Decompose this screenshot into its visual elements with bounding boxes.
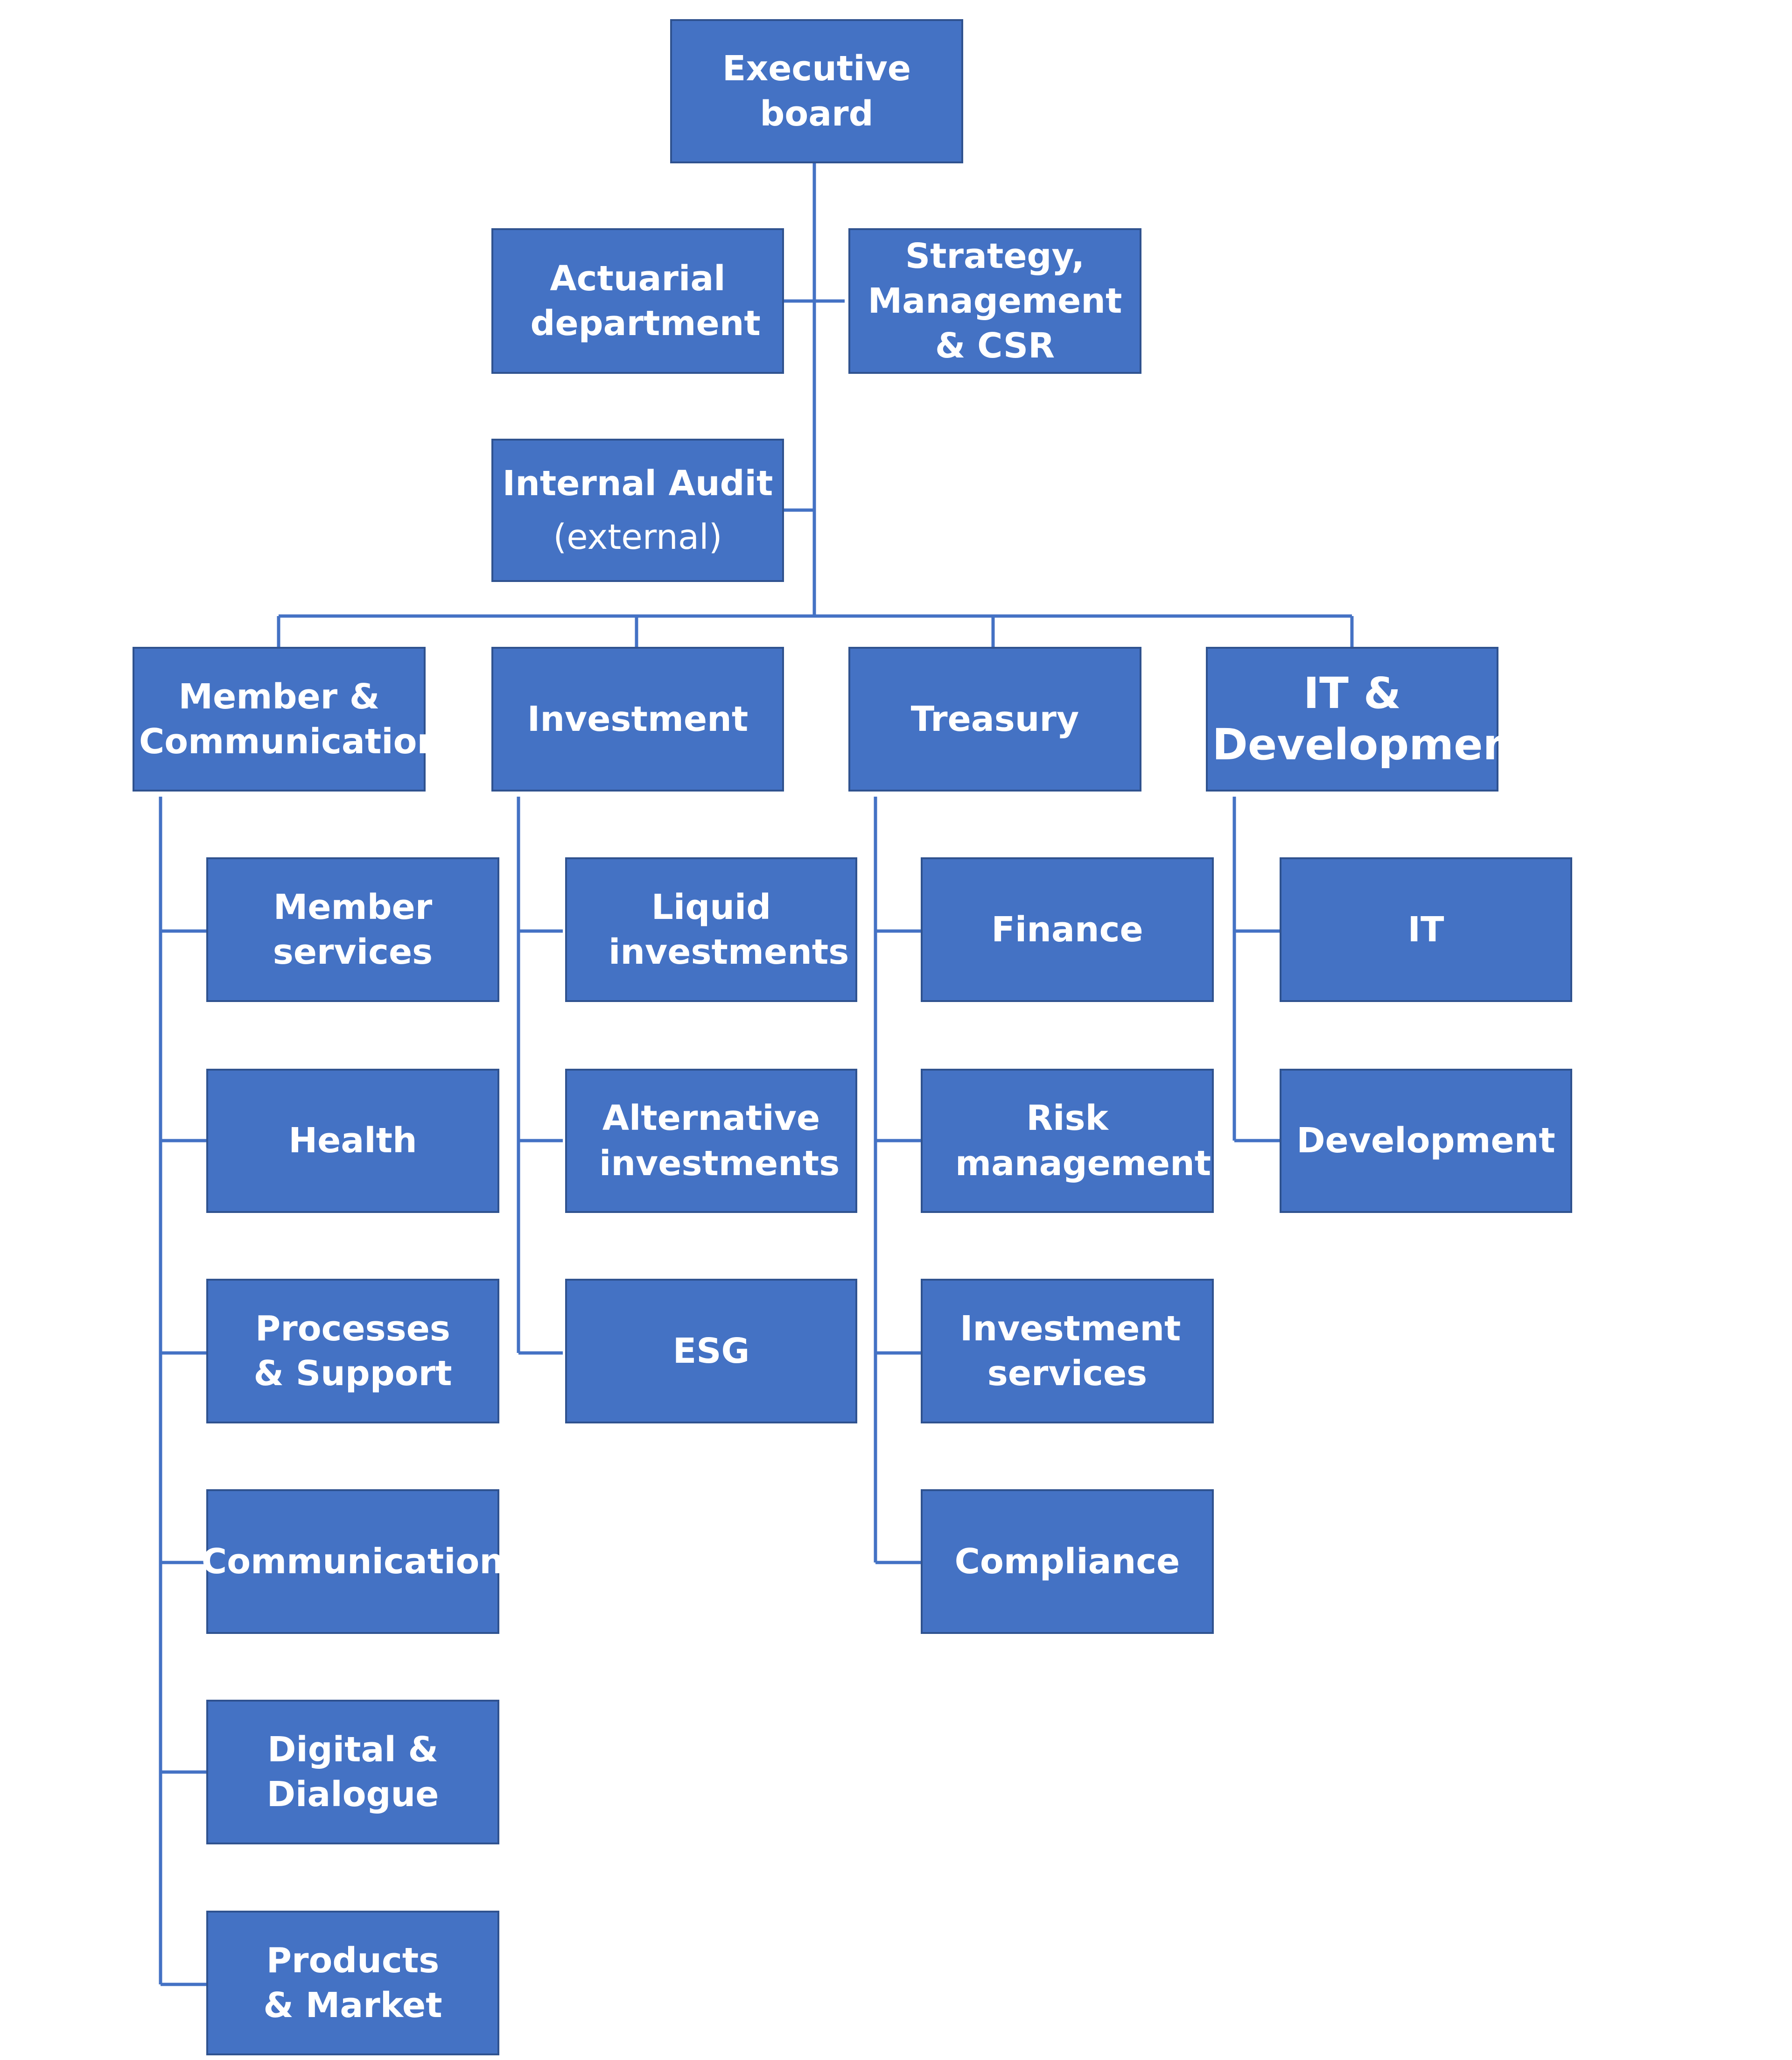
unit-label: Health: [288, 1121, 417, 1161]
unit-label: Development: [1296, 1121, 1555, 1161]
division-it-development-box[interactable]: IT & Development: [1206, 647, 1534, 792]
actuarial-department-label: Actuarial department: [530, 258, 761, 343]
internal-audit-label: Internal Audit: [502, 463, 773, 504]
executive-board-box[interactable]: Executive board: [670, 19, 963, 163]
unit-risk-management-box[interactable]: Risk management: [921, 1069, 1214, 1213]
unit-development-box[interactable]: Development: [1280, 1069, 1572, 1213]
division-investment-box[interactable]: Investment: [491, 647, 784, 792]
executive-board-label: Executive board: [722, 49, 911, 134]
unit-products-market-box[interactable]: Products & Market: [206, 1911, 499, 2055]
division-label: IT & Development: [1212, 668, 1534, 770]
division-label: Member & Communication: [139, 676, 442, 762]
unit-label: Digital & Dialogue: [266, 1729, 439, 1815]
actuarial-department-box[interactable]: Actuarial department: [491, 228, 784, 374]
division-label: Treasury: [910, 699, 1079, 739]
unit-finance-box[interactable]: Finance: [921, 857, 1214, 1002]
unit-esg-box[interactable]: ESG: [565, 1279, 857, 1423]
unit-alternative-investments-box[interactable]: Alternative investments: [565, 1069, 857, 1213]
strategy-management-csr-box[interactable]: Strategy, Management & CSR: [848, 228, 1141, 374]
internal-audit-box[interactable]: Internal Audit (external): [491, 439, 784, 582]
unit-digital-dialogue-box[interactable]: Digital & Dialogue: [206, 1700, 499, 1844]
unit-label: Finance: [991, 909, 1143, 950]
internal-audit-note: (external): [553, 517, 722, 557]
unit-label: Risk management: [955, 1098, 1211, 1184]
unit-communication-box[interactable]: Communication: [202, 1489, 504, 1634]
unit-label: Liquid investments: [609, 887, 849, 972]
unit-member-services-box[interactable]: Member services: [206, 857, 499, 1002]
unit-label: Products & Market: [263, 1940, 442, 2025]
unit-label: Communication: [201, 1541, 504, 1582]
unit-liquid-investments-box[interactable]: Liquid investments: [565, 857, 857, 1002]
unit-compliance-box[interactable]: Compliance: [921, 1489, 1214, 1634]
unit-label: ESG: [672, 1331, 750, 1371]
unit-label: IT: [1407, 909, 1444, 950]
unit-label: Investment services: [960, 1308, 1181, 1394]
strategy-management-csr-label: Strategy, Management & CSR: [868, 236, 1122, 366]
unit-it-box[interactable]: IT: [1280, 857, 1572, 1002]
division-label: Investment: [527, 699, 749, 739]
unit-processes-support-box[interactable]: Processes & Support: [206, 1279, 499, 1423]
unit-health-box[interactable]: Health: [206, 1069, 499, 1213]
unit-label: Alternative investments: [599, 1098, 840, 1184]
unit-label: Processes & Support: [253, 1308, 452, 1394]
unit-investment-services-box[interactable]: Investment services: [921, 1279, 1214, 1423]
division-treasury-box[interactable]: Treasury: [848, 647, 1141, 792]
unit-label: Member services: [273, 887, 433, 972]
division-member-communication-box[interactable]: Member & Communication: [133, 647, 442, 792]
unit-label: Compliance: [954, 1541, 1180, 1582]
